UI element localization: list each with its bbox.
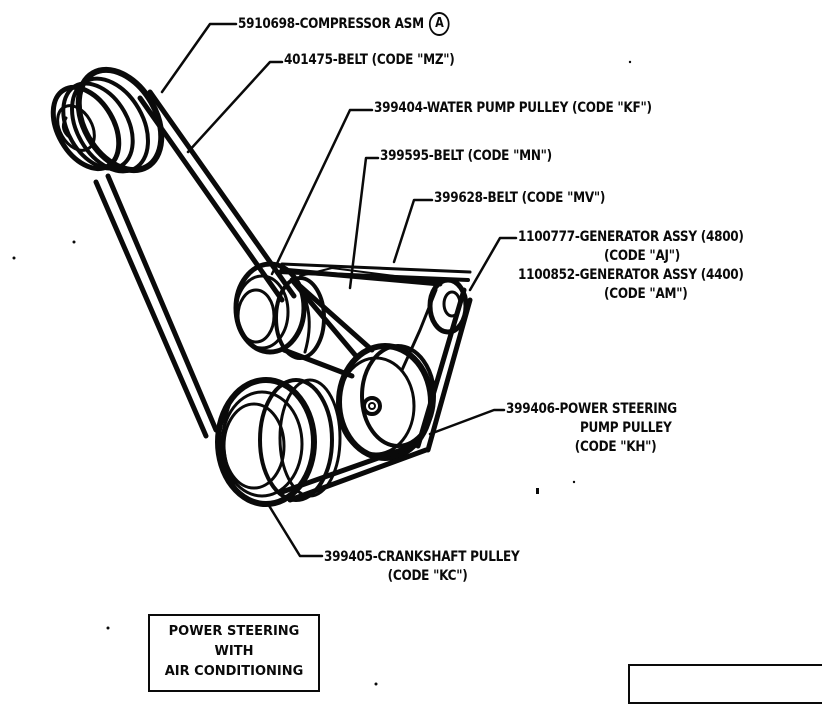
- leader-lines: [160, 22, 518, 558]
- water-pump-pulley: [233, 261, 326, 360]
- caption-box: POWER STEERING WITH AIR CONDITIONING: [148, 614, 320, 692]
- compressor-pulley: [50, 66, 165, 174]
- specks: [12, 60, 632, 686]
- label-power-steering: 399406-POWER STEERING PUMP PULLEY (CODE …: [506, 401, 677, 455]
- label-water-pump: 399404-WATER PUMP PULLEY (CODE "KF"): [374, 100, 652, 116]
- label-generator: 1100777-GENERATOR ASSY (4800) (CODE "AJ"…: [518, 229, 744, 302]
- belt-mn: [281, 277, 375, 379]
- label-crankshaft: 399405-CRANKSHAFT PULLEY (CODE "KC"): [324, 549, 520, 584]
- label-belt-mn: 399595-BELT (CODE "MN"): [380, 148, 552, 164]
- crankshaft-pulley: [215, 377, 342, 507]
- corner-box: [628, 664, 822, 704]
- power-steering-pulley: [336, 343, 436, 461]
- label-belt-mz: 401475-BELT (CODE "MZ"): [284, 52, 455, 68]
- belt-lower: [279, 441, 429, 503]
- label-belt-mv: 399628-BELT (CODE "MV"): [434, 190, 606, 206]
- badge-a-icon: A: [428, 12, 450, 36]
